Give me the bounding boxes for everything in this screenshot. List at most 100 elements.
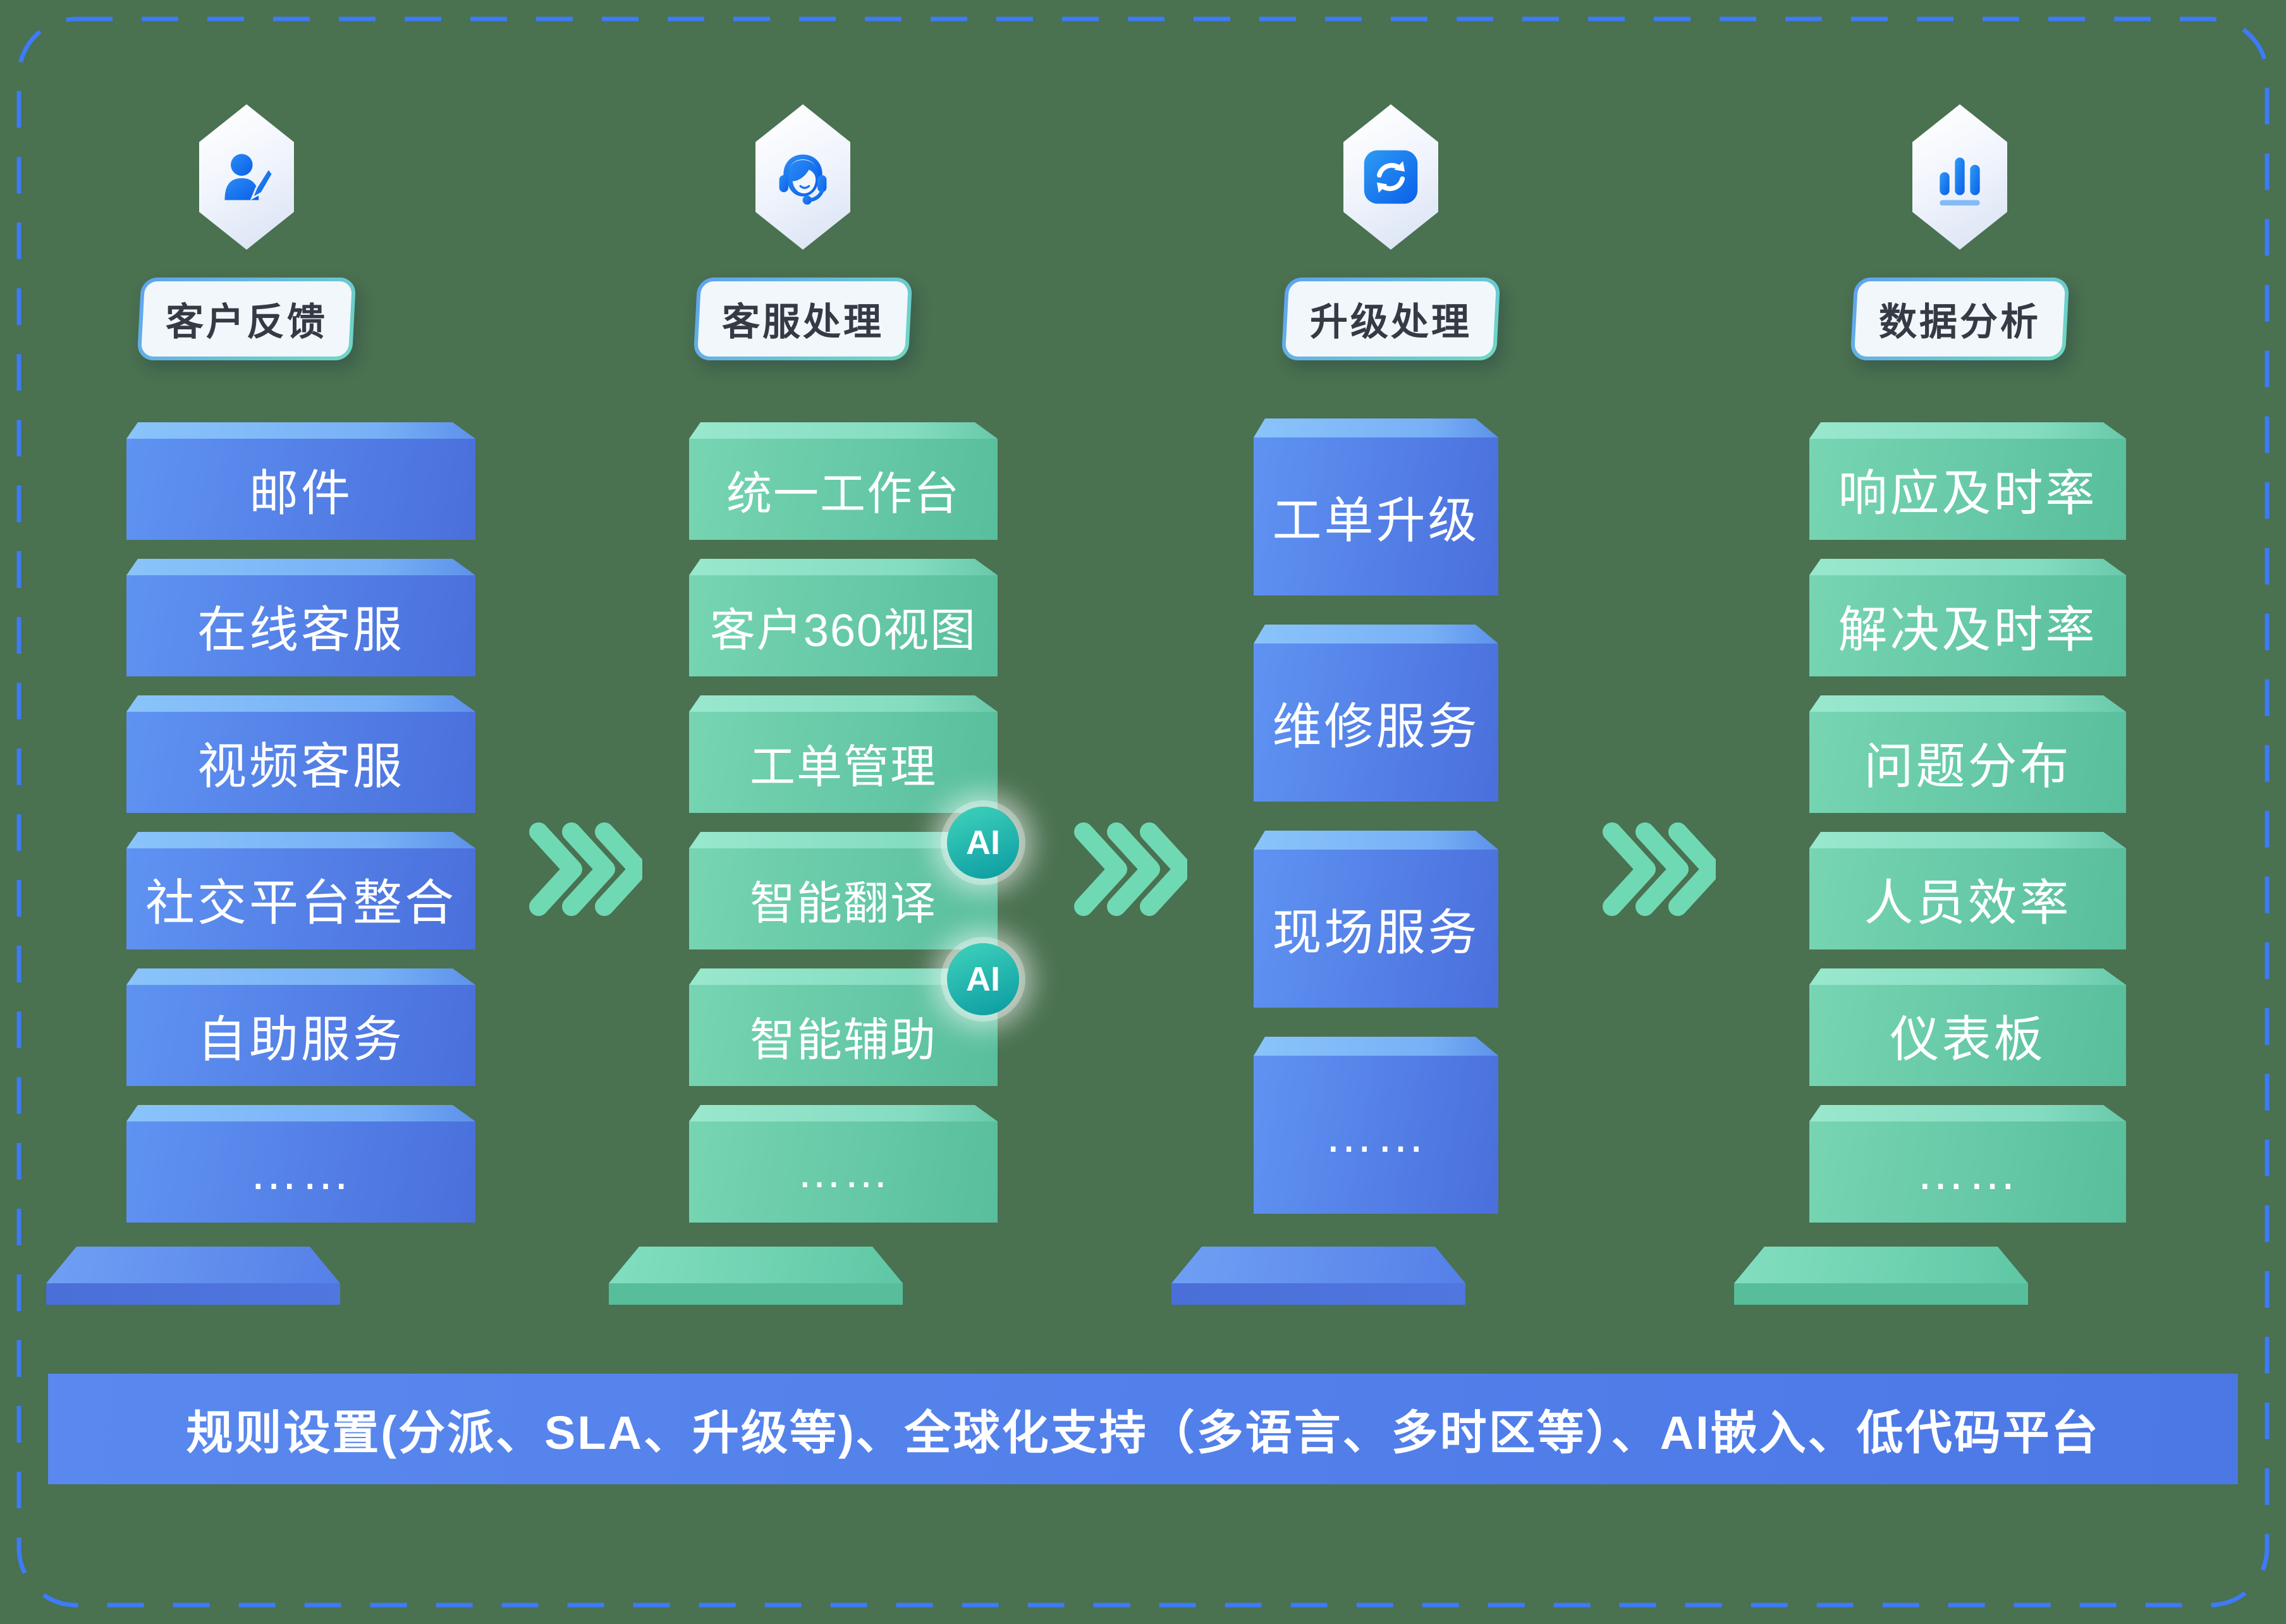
stage-label-text: 数据分析 [1879,301,2041,343]
flow-arrow-icon [1603,822,1716,916]
column-customer-feedback: 客户反馈 邮件 在线客服 视频客服 社交平台整合 自助服务 …… [126,0,475,1624]
block-ellipsis: …… [1809,1105,2126,1223]
block-top-face [689,1105,998,1121]
block-ellipsis: …… [126,1105,475,1223]
base-top-face [46,1247,340,1283]
base-front-face [46,1283,340,1305]
block-smart-translation: 智能翻译 AI [689,807,1019,949]
base-top-face [609,1247,903,1283]
base-top-face [1734,1247,2028,1283]
flow-arrow-icon [529,822,642,916]
column-header: 升级处理 [1281,104,1501,360]
block-repair-service: 维修服务 [1254,625,1498,802]
stage-label-text: 客户反馈 [166,301,327,343]
block-ellipsis: …… [1254,1037,1498,1214]
block-front-face: …… [126,1121,475,1223]
block-staff-efficiency: 人员效率 [1809,832,2126,949]
block-top-face [689,832,998,848]
block-front-face: …… [1254,1056,1498,1214]
block-front-face: 人员效率 [1809,848,2126,949]
block-front-face: 现场服务 [1254,850,1498,1008]
ai-badge: AI [947,943,1019,1015]
block-top-face [1809,832,2126,848]
block-online-service: 在线客服 [126,559,475,676]
block-top-face [126,559,475,575]
platform-base [1171,1247,1465,1305]
stage-label-text: 升级处理 [1310,301,1472,343]
block-top-face [126,968,475,985]
headset-agent-icon [755,104,850,250]
stage-label: 升级处理 [1281,278,1501,360]
block-front-face: 问题分布 [1809,712,2126,813]
block-self-service: 自助服务 [126,968,475,1086]
stage-label: 客户反馈 [137,278,357,360]
block-front-face: 响应及时率 [1809,439,2126,540]
block-video-service: 视频客服 [126,695,475,813]
platform-base [46,1247,340,1305]
block-top-face [689,422,998,439]
flow-arrow-icon [1074,822,1187,916]
platform-base [1734,1247,2028,1305]
block-dashboard: 仪表板 [1809,968,2126,1086]
block-front-face: 统一工作台 [689,439,998,540]
block-top-face [126,695,475,712]
block-top-face [126,832,475,848]
user-edit-icon [199,104,294,250]
block-front-face: 解决及时率 [1809,575,2126,676]
block-front-face: 工单管理 [689,712,998,813]
platform-banner-text: 规则设置(分派、SLA、升级等)、全球化支持（多语言、多时区等）、AI嵌入、低代… [186,1407,2100,1459]
block-front-face: 仪表板 [1809,985,2126,1086]
block-front-face: …… [689,1121,998,1223]
block-front-face: 智能翻译 [689,848,998,949]
column-service-handling: 客服处理 统一工作台 客户360视图 工单管理 智能翻译 AI 智能辅助 AI … [689,0,1019,1624]
column-header: 客户反馈 [137,104,357,360]
column-data-analysis: 数据分析 响应及时率 解决及时率 问题分布 人员效率 仪表板 …… [1809,0,2126,1624]
base-top-face [1171,1247,1465,1283]
platform-base [609,1247,903,1305]
block-top-face [1809,695,2126,712]
block-top-face [1254,625,1498,644]
ai-badge: AI [947,807,1019,879]
block-front-face: 自助服务 [126,985,475,1086]
base-front-face [609,1283,903,1305]
block-unified-workbench: 统一工作台 [689,422,998,540]
block-top-face [1809,1105,2126,1121]
block-top-face [689,559,998,575]
base-front-face [1171,1283,1465,1305]
block-front-face: 客户360视图 [689,575,998,676]
block-top-face [1254,831,1498,850]
column-header: 数据分析 [1850,104,2070,360]
block-top-face [1809,559,2126,575]
block-top-face [1254,418,1498,437]
block-smart-assist: 智能辅助 AI [689,943,1019,1086]
stage-label: 客服处理 [693,278,913,360]
block-issue-distribution: 问题分布 [1809,695,2126,813]
block-ellipsis: …… [689,1105,998,1223]
block-ticket-escalation: 工单升级 [1254,418,1498,595]
block-front-face: 维修服务 [1254,644,1498,802]
platform-banner: 规则设置(分派、SLA、升级等)、全球化支持（多语言、多时区等）、AI嵌入、低代… [48,1374,2238,1484]
block-top-face [689,968,998,985]
base-front-face [1734,1283,2028,1305]
column-header: 客服处理 [693,104,913,360]
block-front-face: 邮件 [126,439,475,540]
block-email: 邮件 [126,422,475,540]
block-front-face: 在线客服 [126,575,475,676]
block-onsite-service: 现场服务 [1254,831,1498,1008]
block-front-face: 社交平台整合 [126,848,475,949]
block-top-face [689,695,998,712]
sync-icon [1343,104,1438,250]
block-front-face: 工单升级 [1254,437,1498,595]
block-ticket-management: 工单管理 [689,695,998,813]
block-front-face: …… [1809,1121,2126,1223]
column-escalation-handling: 升级处理 工单升级 维修服务 现场服务 …… [1254,0,1501,1624]
bar-chart-icon [1912,104,2007,250]
block-front-face: 智能辅助 [689,985,998,1086]
stage-label-text: 客服处理 [722,301,884,343]
block-front-face: 视频客服 [126,712,475,813]
block-top-face [126,1105,475,1121]
block-top-face [1809,968,2126,985]
block-top-face [1254,1037,1498,1056]
